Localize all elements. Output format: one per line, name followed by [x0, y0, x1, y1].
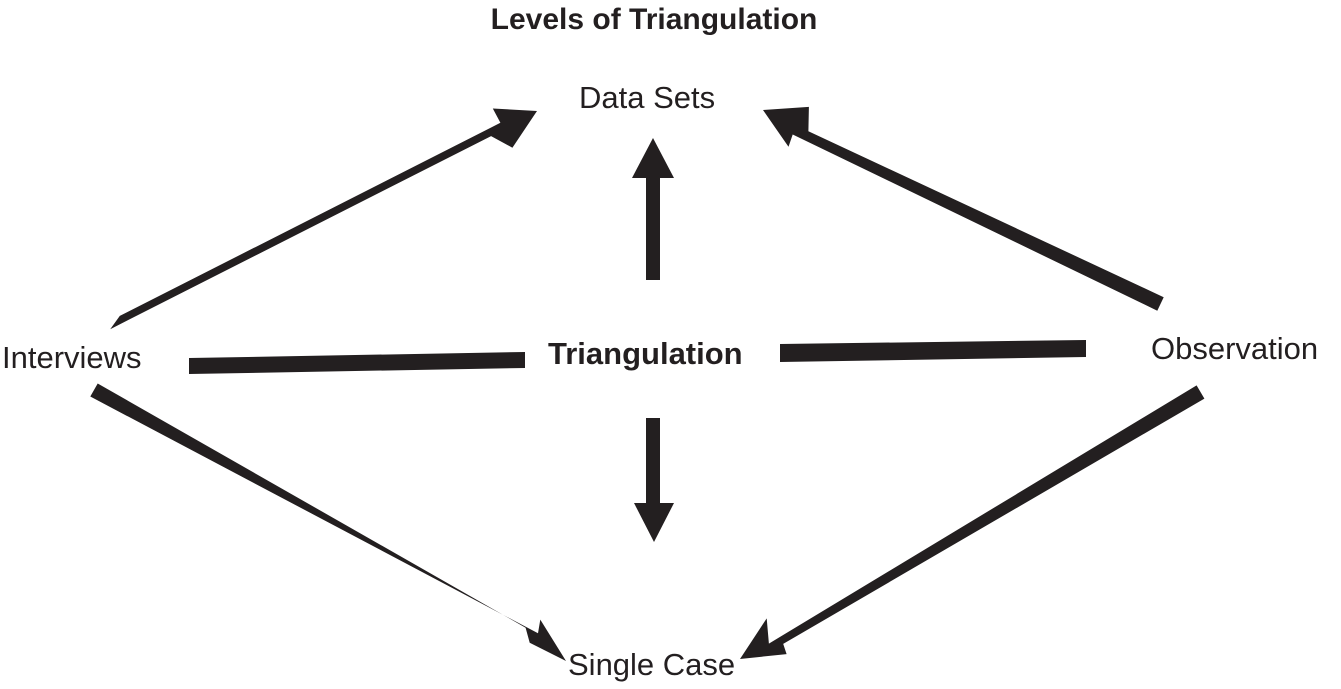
- connector-triangulation-observation: [780, 340, 1086, 362]
- diagram-title: Levels of Triangulation: [490, 3, 818, 36]
- node-single-case: Single Case: [568, 647, 736, 682]
- arrow-interviews-to-data-sets: [110, 108, 537, 330]
- node-interviews: Interviews: [2, 340, 142, 375]
- node-data-sets: Data Sets: [579, 80, 716, 115]
- arrow-interviews-to-single-case: [90, 383, 567, 661]
- node-observation: Observation: [1151, 331, 1319, 366]
- arrow-observation-to-data-sets: [763, 106, 1164, 311]
- arrow-triangulation-to-data-sets: [632, 138, 674, 280]
- arrow-triangulation-to-single-case: [634, 418, 674, 542]
- node-triangulation: Triangulation: [548, 336, 743, 371]
- connector-interviews-triangulation: [189, 352, 525, 374]
- arrow-observation-to-single-case: [740, 385, 1205, 659]
